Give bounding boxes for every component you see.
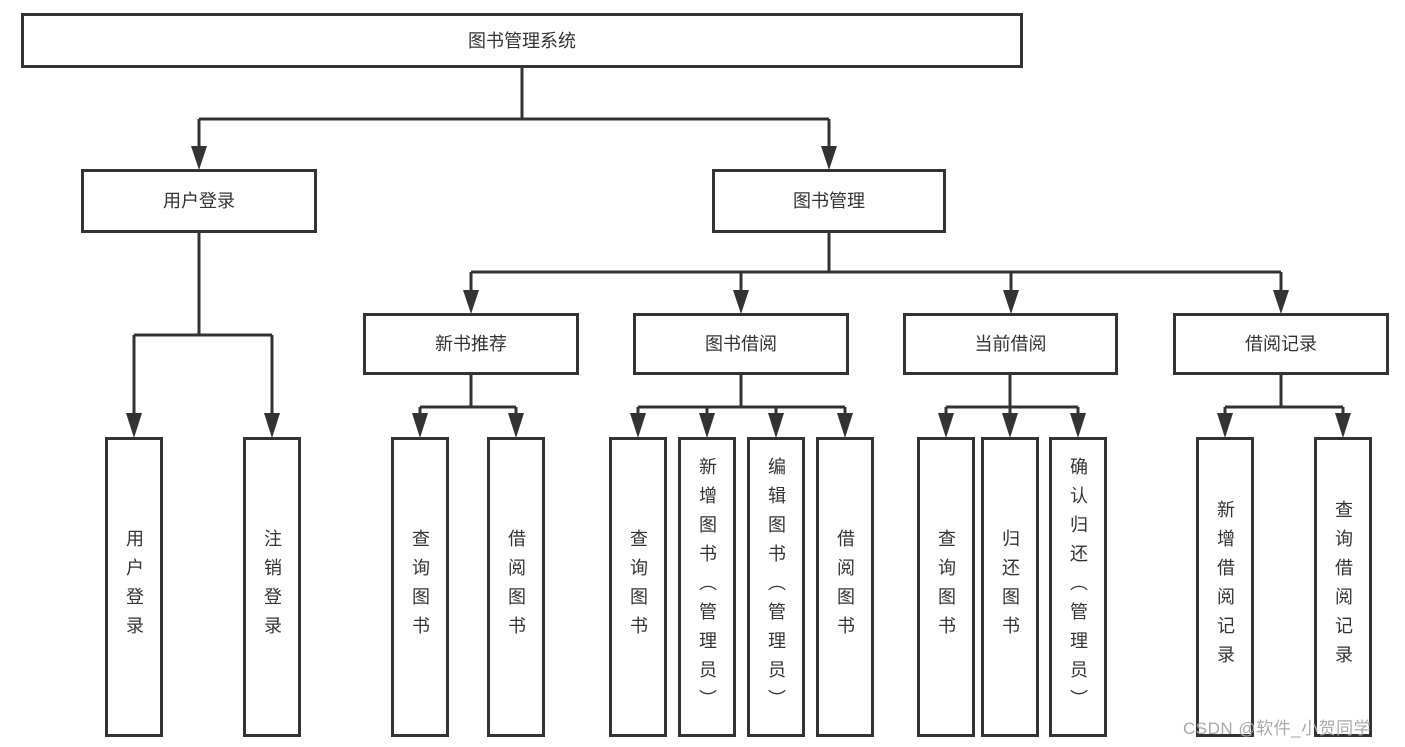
node-leaf-edit-book: 编辑图书（管理员）: [747, 437, 805, 737]
watermark: CSDN @软件_小贺同学: [1183, 719, 1372, 738]
node-leaf-user-login: 用户登录: [105, 437, 163, 737]
node-leaf-logout: 注销登录: [243, 437, 301, 737]
node-leaf-add-record: 新增借阅记录: [1196, 437, 1254, 737]
node-root: 图书管理系统: [21, 13, 1023, 68]
node-leaf-borrow-book-2: 借阅图书: [816, 437, 874, 737]
node-leaf-return-book: 归还图书: [981, 437, 1039, 737]
node-leaf-query-book-3: 查询图书: [917, 437, 975, 737]
node-leaf-add-book: 新增图书（管理员）: [678, 437, 736, 737]
node-book-borrow: 图书借阅: [633, 313, 849, 375]
edge-arrowheads: [126, 146, 1351, 438]
edge-lines: [132, 68, 1345, 416]
node-leaf-query-record: 查询借阅记录: [1314, 437, 1372, 737]
node-leaf-query-book-2: 查询图书: [609, 437, 667, 737]
node-book-mgmt: 图书管理: [712, 169, 946, 233]
node-leaf-confirm-return: 确认归还（管理员）: [1049, 437, 1107, 737]
node-borrow-record: 借阅记录: [1173, 313, 1389, 375]
node-user-login: 用户登录: [81, 169, 317, 233]
node-leaf-query-book-1: 查询图书: [391, 437, 449, 737]
node-current-borrow: 当前借阅: [903, 313, 1118, 375]
node-new-book-rec: 新书推荐: [363, 313, 579, 375]
node-leaf-borrow-book-1: 借阅图书: [487, 437, 545, 737]
